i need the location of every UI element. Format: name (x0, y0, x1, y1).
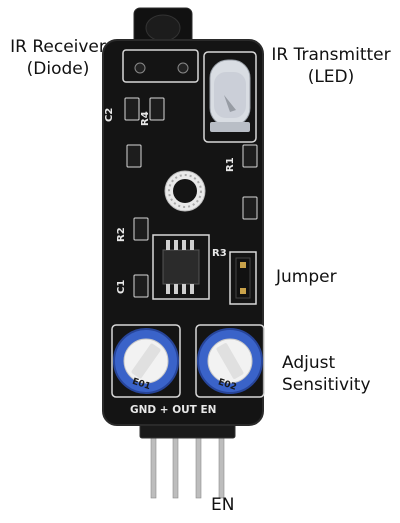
label-en-pin: EN (211, 495, 235, 515)
label-sensitivity: Sensitivity (282, 375, 371, 395)
silk-r1: R1 (225, 157, 236, 172)
silk-pin-labels: GND + OUT EN (130, 404, 216, 416)
label-adjust-sensitivity: Adjust Sensitivity (282, 352, 371, 396)
label-ir-transmitter-title: IR Transmitter (271, 45, 391, 65)
label-adjust: Adjust (282, 353, 336, 373)
silk-c1: C1 (116, 280, 127, 294)
label-ir-transmitter: IR Transmitter (LED) (266, 44, 396, 88)
potentiometer-1 (111, 324, 181, 398)
silk-r2: R2 (116, 227, 127, 242)
mounting-hole (164, 170, 206, 212)
jumper-header (229, 251, 257, 305)
smd-components (124, 97, 258, 298)
label-ir-receiver-sub: (Diode) (26, 59, 90, 79)
potentiometer-2 (195, 324, 265, 398)
header-pins (139, 417, 236, 499)
label-ir-receiver: IR Receiver (Diode) (2, 36, 114, 80)
silk-r4: R4 (140, 111, 151, 126)
receiver-silk (122, 49, 199, 83)
label-jumper: Jumper (276, 267, 337, 287)
ir-transmitter-led (203, 51, 257, 143)
label-ir-transmitter-sub: (LED) (307, 67, 355, 87)
comparator-ic (152, 234, 210, 300)
silk-r3: R3 (212, 248, 227, 259)
label-ir-receiver-title: IR Receiver (10, 37, 106, 57)
silk-c2: C2 (104, 108, 115, 122)
